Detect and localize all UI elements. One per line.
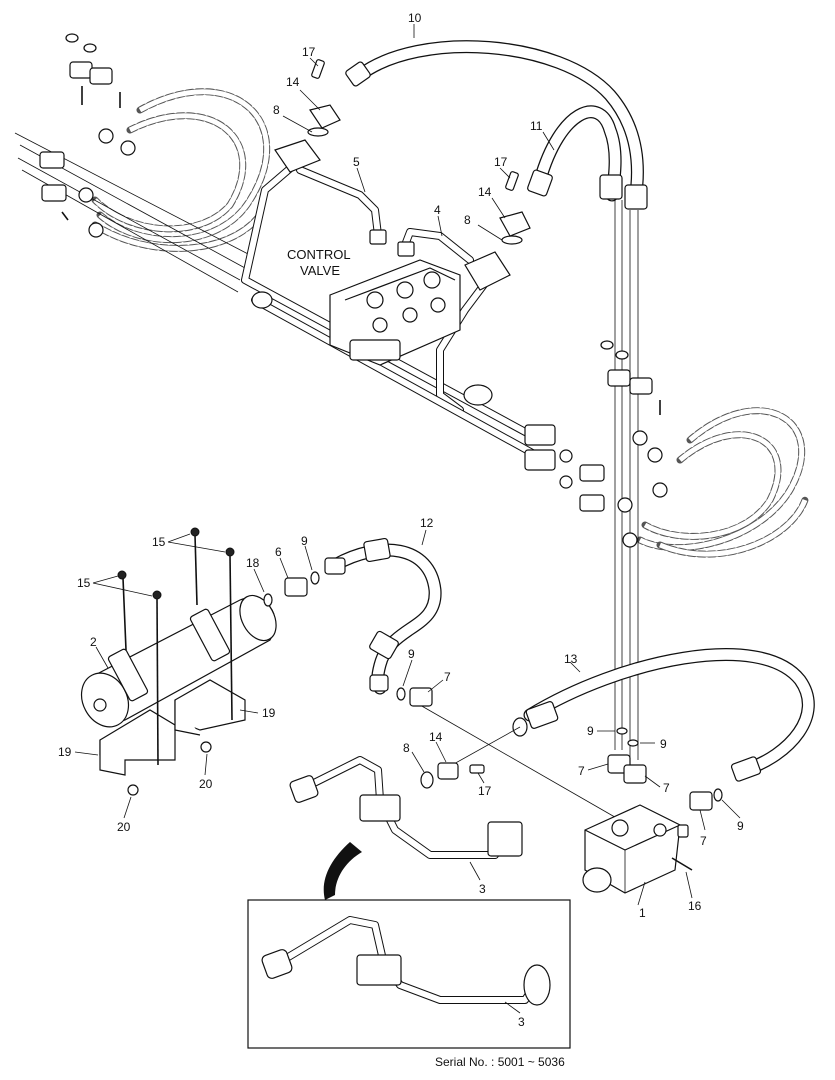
label-8-upper-right: 8	[464, 213, 471, 227]
label-20-right: 20	[199, 777, 213, 791]
label-14-lower: 14	[429, 730, 443, 744]
label-19-right: 19	[262, 706, 276, 720]
pipe-long-frame	[241, 156, 549, 464]
fittings-18-6-9	[263, 571, 320, 607]
left-fittings-cluster	[39, 33, 136, 238]
label-5: 5	[353, 155, 360, 169]
control-valve-label-line2: VALVE	[300, 263, 340, 278]
fitting-group-upper-left	[307, 59, 341, 137]
label-10: 10	[408, 11, 422, 25]
reference-line-14	[451, 726, 521, 766]
phantom-hoses-right	[636, 407, 809, 558]
label-9-right-valve: 9	[660, 737, 667, 751]
hose-12	[324, 537, 442, 695]
control-valve-label-line1: CONTROL	[287, 247, 351, 262]
pipe-4	[397, 228, 474, 264]
label-18: 18	[246, 556, 260, 570]
valve-1	[582, 804, 693, 894]
fitting-group-upper-right	[499, 171, 531, 245]
label-17-upper-right: 17	[494, 155, 508, 169]
fittings-8-14-17-lower	[420, 762, 485, 789]
callout-arrow	[323, 842, 362, 900]
fittings-7-9-lower	[396, 687, 433, 707]
label-1: 1	[639, 906, 646, 920]
fittings-around-valve	[607, 727, 723, 811]
label-14-upper-left: 14	[286, 75, 300, 89]
accumulator-2	[80, 594, 277, 728]
label-19-left: 19	[58, 745, 72, 759]
label-3-upper: 3	[479, 882, 486, 896]
label-17-upper-left: 17	[302, 45, 316, 59]
label-6: 6	[275, 545, 282, 559]
label-15-lower: 15	[77, 576, 91, 590]
bolts-15-20	[117, 527, 235, 796]
part-number-labels: 10 17 14 8 5 11 17 14 8 4 CONTROL VALVE …	[58, 11, 744, 1069]
pipe-clamps	[251, 139, 511, 406]
label-17-lower: 17	[478, 784, 492, 798]
label-3-inset: 3	[518, 1015, 525, 1029]
phantom-hoses-left	[91, 88, 271, 252]
hose-11	[527, 105, 623, 202]
label-20-left: 20	[117, 820, 131, 834]
hose-13	[512, 648, 815, 782]
label-7-left-valve: 7	[578, 764, 585, 778]
label-14-upper-right: 14	[478, 185, 492, 199]
reference-line-center	[419, 704, 621, 821]
label-9-hose12: 9	[408, 647, 415, 661]
hose-10	[345, 40, 648, 210]
serial-number-label: Serial No. : 5001 ~ 5036	[435, 1055, 565, 1069]
label-4: 4	[434, 203, 441, 217]
leader-lines	[74, 24, 741, 1014]
label-12: 12	[420, 516, 434, 530]
bracket-19-right	[174, 679, 246, 736]
label-9-far-right: 9	[737, 819, 744, 833]
label-9-upper: 9	[301, 534, 308, 548]
label-2: 2	[90, 635, 97, 649]
label-13: 13	[564, 652, 578, 666]
label-7-far-right: 7	[700, 834, 707, 848]
label-8-upper-left: 8	[273, 103, 280, 117]
label-9-left-valve: 9	[587, 724, 594, 738]
label-8-lower: 8	[403, 741, 410, 755]
label-15-upper: 15	[152, 535, 166, 549]
label-7-hose12: 7	[444, 670, 451, 684]
inset-box	[247, 899, 571, 1049]
bracket-19-left	[99, 709, 176, 776]
label-11: 11	[530, 119, 543, 133]
pipe-5	[296, 166, 387, 245]
right-pipe-fittings	[524, 340, 668, 548]
pipe-3-upper	[289, 756, 523, 859]
label-16: 16	[688, 899, 702, 913]
label-7-right-valve: 7	[663, 781, 670, 795]
control-valve-block	[329, 259, 461, 366]
